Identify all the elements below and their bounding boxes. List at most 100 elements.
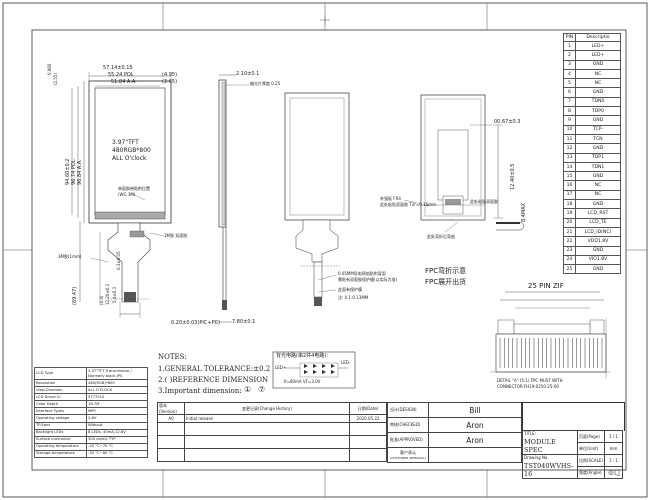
fold-note-3: 此处粘贴双面胶 Tirr=0.15mm	[380, 202, 436, 207]
front-dim-fpc-4: 12.20±0.2	[105, 283, 110, 305]
approval-table: 设计(DESIGN) Bill 审核(CHECKED) Aron 批准(APPR…	[387, 402, 522, 463]
spec-key: View Direction	[34, 386, 87, 395]
pin-number: 5	[563, 78, 576, 89]
notes-line-1: 1.GENERAL TOLERANCE:±0.2	[158, 365, 271, 373]
spec-key: LCD Type	[34, 367, 87, 380]
fold-dim-2: 12.40±0.5	[510, 163, 516, 190]
rev-header-date: 日期(Date)	[349, 402, 387, 415]
spec-key: Surface luminance	[34, 435, 87, 444]
pin-description: TCP-	[575, 124, 621, 135]
circuit-note: If=80mA VF=3.0V	[284, 379, 321, 384]
pin-description: TDP1	[575, 152, 621, 163]
front-dim-fpc-3: 5.4±0.3	[112, 286, 117, 303]
connector-title: 25 PIN ZIF	[528, 282, 564, 290]
front-dim-width-aa: 51.84 A.A.	[111, 79, 137, 85]
title-blank	[522, 402, 625, 431]
front-dim-left-1: 0.960	[47, 63, 52, 75]
pin-number: 3	[563, 59, 576, 70]
notes-line-2: 2.( )REFERENCE DIMENSION	[158, 376, 269, 384]
check-name: Aron	[428, 417, 522, 433]
pin-number: 20	[563, 217, 576, 228]
spec-value: 480(RGB)*800	[86, 378, 148, 388]
front-tape-note-2: (WG 3M)	[118, 192, 136, 197]
led-symbol	[331, 370, 335, 374]
led-symbol	[313, 370, 317, 374]
pin-number: 22	[563, 236, 576, 247]
pin-number: 19	[563, 208, 576, 219]
angle-symbol	[604, 466, 623, 479]
spec-row: Operating temperature-20 °C~70 °C	[34, 442, 148, 451]
pin-header-number: PIN	[563, 33, 576, 42]
pin-description: GND	[575, 199, 621, 210]
pin-number: 2	[563, 50, 576, 61]
drawing-label: Drawing No.	[524, 455, 549, 460]
pin-description: GND	[575, 245, 621, 256]
pin-number: 15	[563, 171, 576, 182]
spec-key: Backlight LEDs	[34, 428, 87, 437]
unit-label: 单位(Unit)	[577, 442, 605, 455]
pin-number: 10	[563, 124, 576, 135]
front-dim-left-2: (2.55)	[53, 72, 58, 85]
spec-value: 300 cd/m2 TYP	[86, 435, 148, 444]
front-center-text-1: 3.97"TFT	[112, 139, 139, 146]
pin-description: TCN	[575, 133, 621, 145]
pin-description: TDP0	[575, 106, 621, 117]
pin-number: 11	[563, 133, 576, 145]
spec-key: Resolution	[34, 378, 87, 388]
pin-number: 23	[563, 245, 576, 256]
front-dim-height-aa: 96.84 A.A.	[77, 159, 83, 185]
page-label: 页面(Page)	[577, 430, 605, 443]
front-bottom-dim: 0.20±0.03(PIC+PC)	[171, 320, 221, 326]
check-label: 审核(CHECKED)	[387, 417, 429, 433]
led-symbol	[331, 364, 335, 368]
front-dim-width-pol: 55.24 POL	[108, 72, 134, 78]
pin-description: LCD_TE	[575, 217, 621, 228]
pin-description: NC	[575, 180, 621, 191]
spec-key: Color Depth	[34, 400, 87, 409]
pin-number: 7	[563, 96, 576, 108]
spec-value: ALL O'CLOCK	[86, 386, 148, 395]
notes-line-3: 3.Important dimension:	[158, 387, 242, 395]
customer-label-en: (CUSTOMER APPROVAL)	[390, 455, 426, 460]
spec-key: Operating voltage	[34, 414, 87, 423]
customer-approval: 客户承认 (CUSTOMER APPROVAL)	[387, 447, 429, 463]
pin-description: VDD1.8V	[575, 236, 621, 247]
back-stiffener-note-4: 注: 0.1-0.13MM	[338, 295, 369, 300]
pin-description: LCD_RST	[575, 208, 621, 219]
led-symbol	[322, 364, 326, 368]
front-tape-note-1: 单面胶带贴附位置	[118, 186, 150, 191]
pin-description: GND	[575, 59, 621, 70]
pin-number: 21	[563, 226, 576, 238]
notes-title: NOTES:	[158, 353, 187, 361]
pin-description: GND	[575, 115, 621, 126]
pin-description: LED+	[575, 40, 621, 52]
spec-value: 2.8V	[86, 414, 148, 423]
fold-note-2: 此处粘贴双面胶	[470, 199, 498, 204]
scale-value: 1 : 1	[604, 454, 623, 467]
front-dim-right-2: (2.65)	[162, 79, 178, 85]
led-symbol	[322, 370, 326, 374]
pin-header-desc: Descriptio	[575, 33, 621, 42]
rev-version: A0	[157, 414, 185, 423]
approve-label: 批准(APPROVED)	[387, 432, 429, 448]
pin-number: 18	[563, 199, 576, 210]
pin-number: 25	[563, 264, 576, 275]
pin-number: 4	[563, 68, 576, 80]
back-view	[284, 92, 350, 306]
connector-detail-note-2: CONNECTOR:FH19-0250-25-00	[497, 384, 559, 389]
